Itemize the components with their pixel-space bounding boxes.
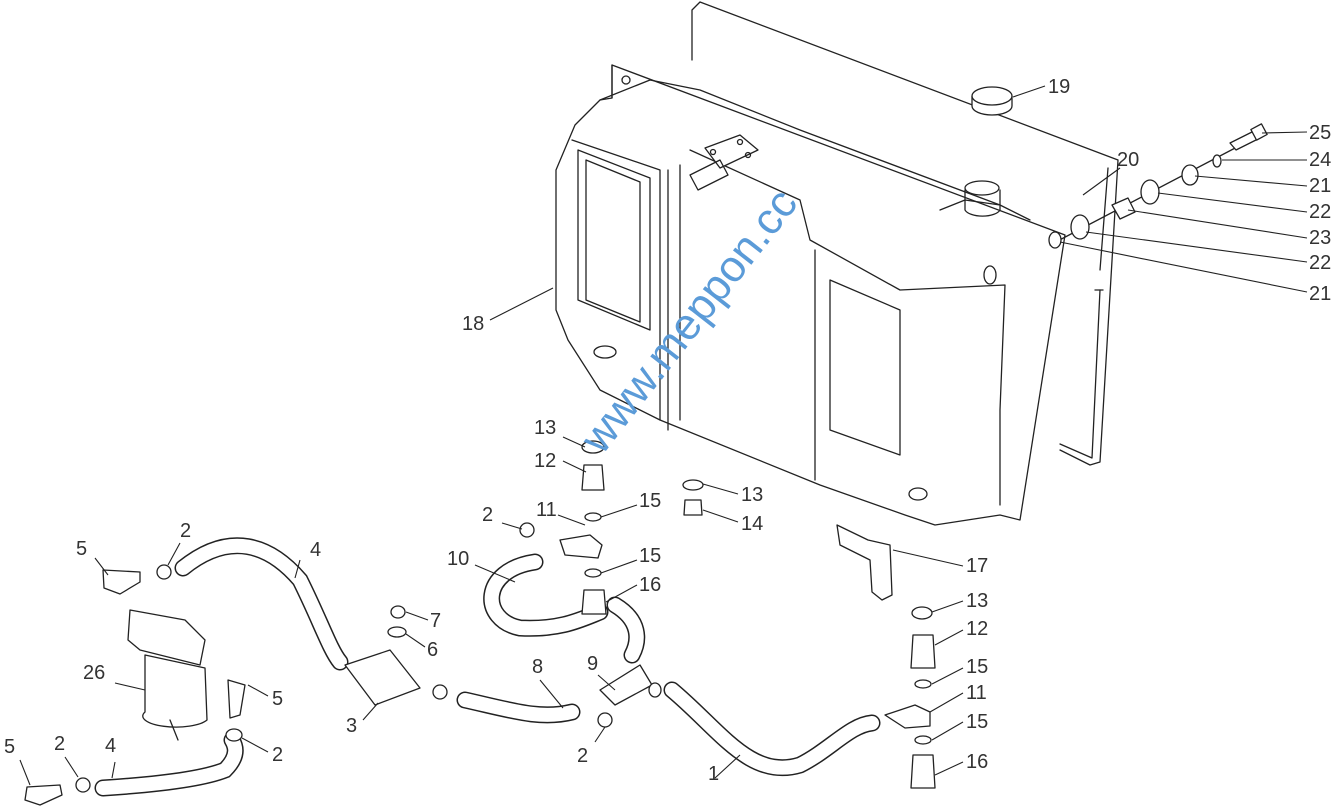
callout-22: 22: [1309, 201, 1331, 223]
filler-cap: [971, 86, 1013, 116]
callout-13: 13: [741, 484, 763, 506]
callout-16: 16: [639, 574, 661, 596]
callout-2: 2: [577, 745, 588, 767]
callout-15: 15: [639, 545, 661, 567]
fuel-filter: [127, 609, 208, 741]
callout-5: 5: [272, 688, 283, 710]
callout-23: 23: [1309, 227, 1331, 249]
callout-2: 2: [54, 733, 65, 755]
callout-26: 26: [83, 662, 105, 684]
callout-4: 4: [105, 735, 116, 757]
callout-11: 11: [966, 682, 987, 704]
callout-18: 18: [462, 313, 484, 335]
callout-7: 7: [430, 610, 441, 632]
callout-19: 19: [1048, 76, 1070, 98]
callout-21: 21: [1309, 175, 1331, 197]
callout-2: 2: [482, 504, 493, 526]
callout-14: 14: [741, 513, 763, 535]
callout-2: 2: [272, 744, 283, 766]
callout-20: 20: [1117, 149, 1139, 171]
callout-16: 16: [966, 751, 988, 773]
callout-12: 12: [534, 450, 556, 472]
callout-1: 1: [708, 763, 719, 785]
callout-9: 9: [587, 653, 598, 675]
fittings: [24, 440, 936, 806]
callout-13: 13: [966, 590, 988, 612]
hoses: [94, 537, 881, 797]
callout-15: 15: [966, 711, 988, 733]
callout-8: 8: [532, 656, 543, 678]
callout-6: 6: [427, 639, 438, 661]
bolt-assembly: [1048, 123, 1268, 249]
fuel-tank: [555, 64, 1066, 526]
leader-lines: [19, 85, 1308, 786]
callout-22: 22: [1309, 252, 1331, 274]
callout-12: 12: [966, 618, 988, 640]
callout-2: 2: [180, 520, 191, 542]
callout-17: 17: [966, 555, 988, 577]
callout-labels: 19 25 24 21 20 22 23 22 21 18 13 12 2 11…: [4, 76, 1331, 785]
callout-24: 24: [1309, 149, 1331, 171]
callout-21: 21: [1309, 283, 1331, 305]
callout-10: 10: [447, 548, 469, 570]
callout-11: 11: [536, 499, 557, 521]
callout-15: 15: [966, 656, 988, 678]
mounting-frame: [691, 1, 1119, 466]
callout-25: 25: [1309, 122, 1331, 144]
callout-15: 15: [639, 490, 661, 512]
callout-5: 5: [4, 736, 15, 758]
callout-4: 4: [310, 539, 321, 561]
callout-5: 5: [76, 538, 87, 560]
callout-13: 13: [534, 417, 556, 439]
callout-3: 3: [346, 715, 357, 737]
